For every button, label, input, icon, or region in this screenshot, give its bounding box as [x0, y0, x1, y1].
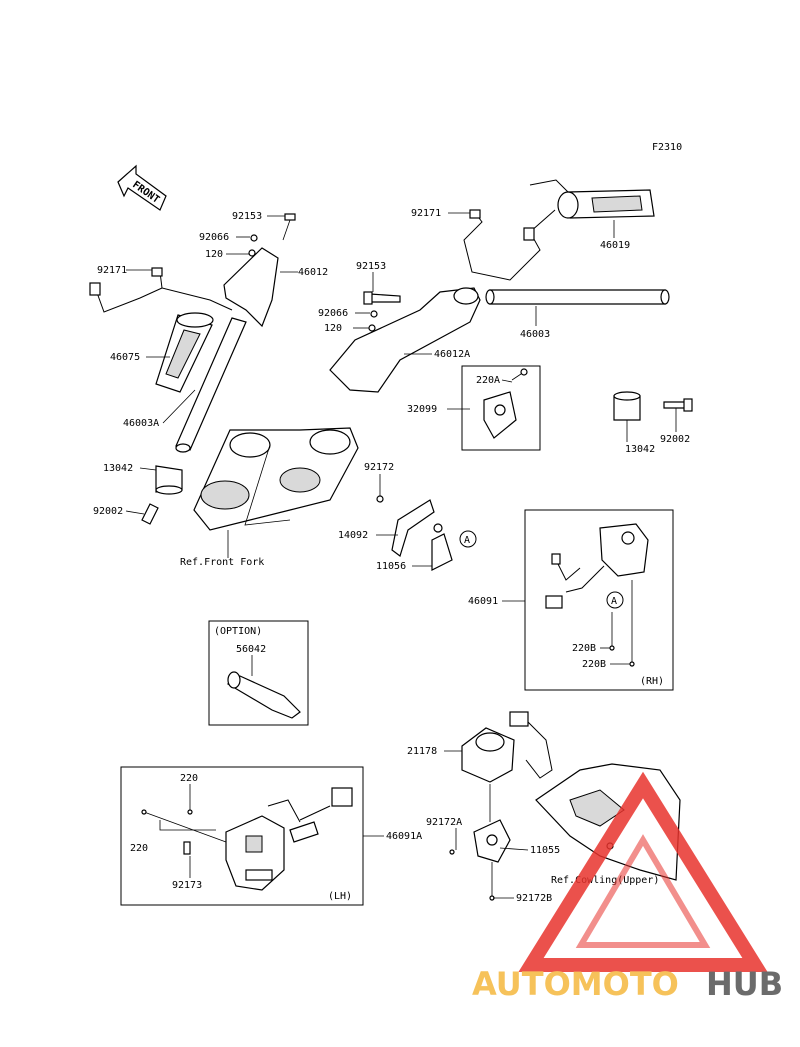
leader-lines: [125, 212, 677, 899]
ref-cowling-label: Ref.Cowling(Upper): [551, 875, 659, 886]
bolt-92002-left: [141, 503, 159, 525]
label-120-left: 120: [205, 249, 223, 260]
option-box-56042: (OPTION): [208, 620, 309, 726]
lh-label: (LH): [328, 891, 352, 902]
bolt-92153-left: [284, 213, 296, 221]
left-handlebar-assembly: [89, 213, 296, 525]
label-13042-right: 13042: [625, 444, 655, 455]
label-92172b: 92172B: [516, 893, 552, 904]
right-handlebar-assembly: [329, 179, 693, 421]
label-21178: 21178: [407, 746, 437, 757]
label-46012a: 46012A: [434, 349, 470, 360]
label-56042: 56042: [236, 644, 266, 655]
label-220b-1: 220B: [572, 643, 596, 654]
fork-top-bracket: Ref.Front Fork: [180, 427, 359, 568]
switch-46091a-lh-box: (LH): [120, 766, 364, 906]
label-92171-right: 92171: [411, 208, 441, 219]
label-220a: 220A: [476, 375, 500, 386]
label-46075: 46075: [110, 352, 140, 363]
label-220-top: 220: [180, 773, 198, 784]
bolt-120-left: [248, 249, 256, 257]
watermark-triangle-icon: [518, 771, 768, 972]
ref-front-fork-label: Ref.Front Fork: [180, 557, 264, 568]
label-92173: 92173: [172, 880, 202, 891]
label-13042-left: 13042: [103, 463, 133, 474]
front-arrow-icon: FRONT: [117, 164, 167, 211]
watermark-text-automoto: AUTOMOTO: [472, 965, 679, 1003]
label-46012: 46012: [298, 267, 328, 278]
module-21178-assembly: Ref.Cowling(Upper): [449, 711, 681, 901]
marker-a-1: A: [464, 535, 470, 546]
label-46003: 46003: [520, 329, 550, 340]
part-number-labels: 92153 92066 120 46012 92171 46075 46003A…: [93, 208, 690, 904]
bracket-11056: [431, 533, 453, 571]
handlebar-tube-46003a: [175, 317, 247, 451]
watermark-logo: AUTOMOTO HUB: [472, 771, 783, 1003]
grease-tube-56042: [226, 675, 301, 719]
label-92171-left: 92171: [97, 265, 127, 276]
label-92172a: 92172A: [426, 817, 462, 828]
label-46091: 46091: [468, 596, 498, 607]
label-220-left: 220: [130, 843, 148, 854]
handlebar-clamp-46012: [223, 247, 279, 328]
bolt-92153-right: [363, 291, 373, 305]
bracket-14092-11056: A: [376, 495, 477, 571]
label-220b-2: 220B: [582, 659, 606, 670]
label-92066-right: 92066: [318, 308, 348, 319]
label-92002-left: 92002: [93, 506, 123, 517]
handlebar-tube-46003: [489, 289, 666, 305]
bracket-14092: [391, 499, 435, 557]
label-92153-right: 92153: [356, 261, 386, 272]
figure-code: F2310: [652, 142, 682, 153]
label-92066-left: 92066: [199, 232, 229, 243]
washer-92066-right: [370, 310, 378, 318]
option-label: (OPTION): [214, 626, 262, 637]
rh-label: (RH): [640, 676, 664, 687]
label-46019: 46019: [600, 240, 630, 251]
bolt-120-right: [368, 324, 376, 332]
label-11055: 11055: [530, 845, 560, 856]
label-11056: 11056: [376, 561, 406, 572]
handlebar-clamp-46012a: [329, 287, 481, 393]
label-92002-right: 92002: [660, 434, 690, 445]
marker-a-2: A: [611, 596, 617, 607]
watermark-text-hub: HUB: [706, 965, 783, 1003]
label-14092: 14092: [338, 530, 368, 541]
washer-92066-left: [250, 234, 258, 242]
label-46003a: 46003A: [123, 418, 159, 429]
label-120-right: 120: [324, 323, 342, 334]
label-46091a: 46091A: [386, 831, 422, 842]
part-32099-box: [461, 365, 541, 451]
label-92172: 92172: [364, 462, 394, 473]
label-32099: 32099: [407, 404, 437, 415]
label-92153-left: 92153: [232, 211, 262, 222]
